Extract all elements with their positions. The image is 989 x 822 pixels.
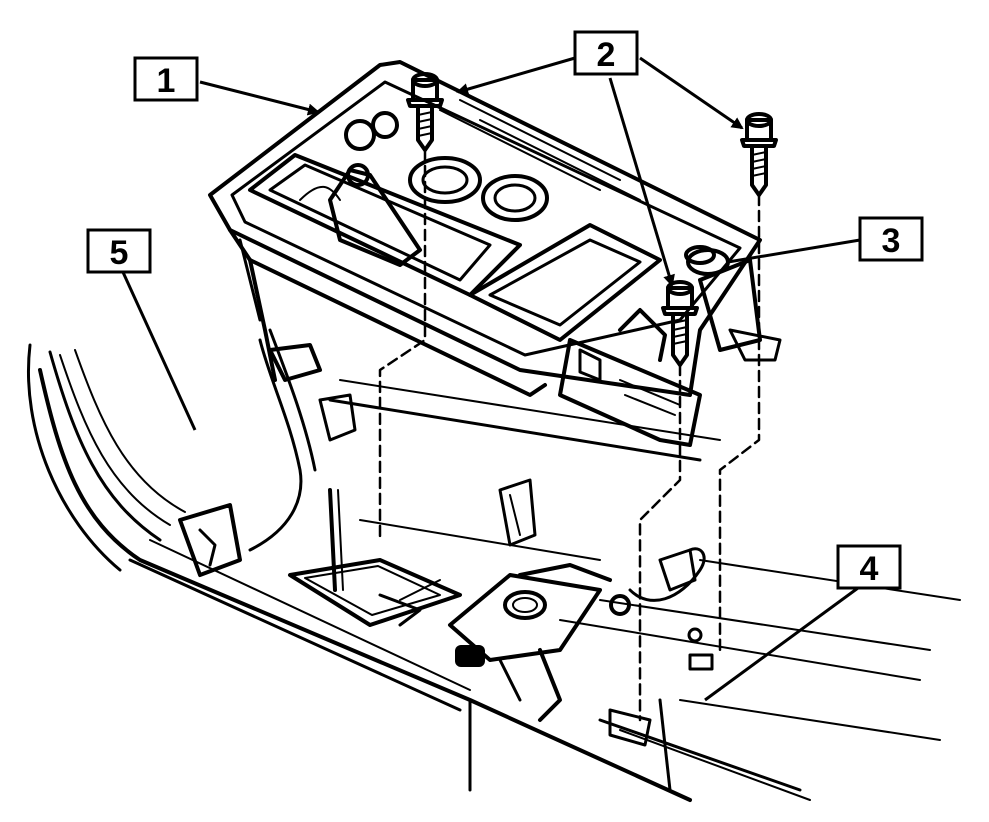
callout-4: 4 [836,544,902,590]
bolt-right [740,112,778,197]
alignment-lines [378,148,761,722]
callout-leaders [120,56,861,702]
svg-text:2: 2 [597,36,616,74]
callout-3: 3 [858,216,924,262]
bolt-left [406,72,444,152]
svg-text:1: 1 [157,62,176,100]
floor-carpet [26,343,961,802]
center-console [208,60,782,447]
svg-text:5: 5 [110,234,129,272]
floor-bracket [178,328,714,747]
svg-text:3: 3 [882,222,901,260]
svg-text:4: 4 [860,550,879,588]
callout-5: 5 [86,228,152,274]
callout-1: 1 [133,56,199,102]
callout-2: 2 [573,30,639,76]
